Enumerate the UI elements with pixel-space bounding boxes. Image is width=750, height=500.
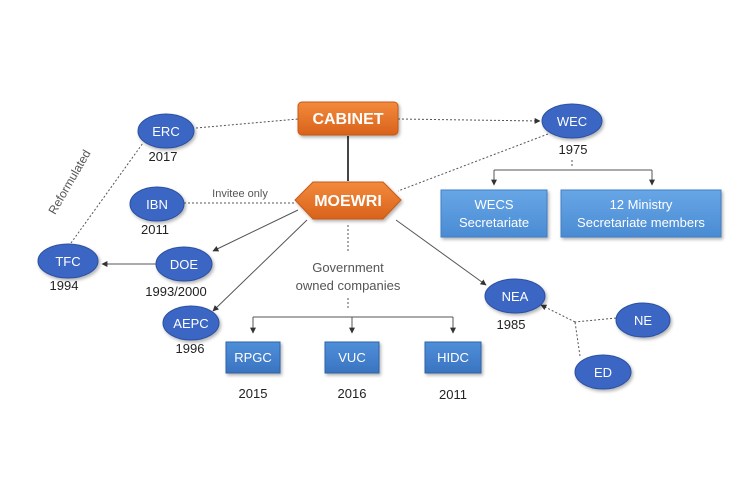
wecs-secretariate-node[interactable]: WECS Secretariate xyxy=(440,189,548,238)
ne-nea-link xyxy=(574,317,617,323)
wecs-label-line2: Secretariate xyxy=(459,215,529,230)
hidc-node[interactable]: HIDC xyxy=(424,341,482,374)
cabinet-wec-link xyxy=(397,117,541,124)
ibn-label: IBN xyxy=(146,197,168,212)
ministry-label-line2: Secretariate members xyxy=(577,215,705,230)
hidc-label: HIDC xyxy=(437,350,469,365)
vuc-label: VUC xyxy=(338,350,365,365)
cabinet-node[interactable]: CABINET xyxy=(297,101,399,136)
ed-nea-link xyxy=(574,321,581,357)
nea-node[interactable]: NEA xyxy=(484,278,546,314)
ne-node[interactable]: NE xyxy=(615,302,671,338)
connectors xyxy=(70,117,655,357)
tfc-label: TFC xyxy=(55,254,80,269)
doe-label: DOE xyxy=(170,257,199,272)
moewri-node[interactable]: MOEWRI xyxy=(294,181,402,220)
wec-moewri-link xyxy=(397,133,549,192)
cabinet-label: CABINET xyxy=(312,111,383,128)
ministry-label-line1: 12 Ministry xyxy=(610,197,673,212)
wec-label: WEC xyxy=(557,114,587,129)
gov-owned-label-line1: Government xyxy=(312,260,384,275)
hidc-year: 2011 xyxy=(439,387,467,402)
moewri-doe-link xyxy=(212,209,299,252)
invitee-only-label: Invitee only xyxy=(212,188,268,200)
moewri-aepc-link xyxy=(212,219,308,312)
erc-node[interactable]: ERC xyxy=(137,113,195,149)
rpgc-node[interactable]: RPGC xyxy=(225,341,281,374)
wec-node[interactable]: WEC xyxy=(541,103,603,139)
nea-label: NEA xyxy=(502,289,529,304)
doe-node[interactable]: DOE xyxy=(155,246,213,282)
ed-label: ED xyxy=(594,365,612,380)
vuc-node[interactable]: VUC xyxy=(324,341,380,374)
ne-label: NE xyxy=(634,313,652,328)
tfc-erc-link xyxy=(70,142,144,244)
tfc-node[interactable]: TFC xyxy=(37,243,99,279)
rpgc-label: RPGC xyxy=(234,350,272,365)
moewri-label: MOEWRI xyxy=(314,193,382,210)
tfc-year: 1994 xyxy=(50,278,79,293)
ibn-node[interactable]: IBN xyxy=(129,186,185,222)
ibn-year: 2011 xyxy=(141,222,169,237)
moewri-nea-link xyxy=(395,219,487,286)
ed-node[interactable]: ED xyxy=(574,354,632,390)
vuc-year: 2016 xyxy=(338,386,367,401)
wec-year: 1975 xyxy=(559,142,588,157)
gov-owned-label-line2: owned companies xyxy=(296,278,401,293)
aepc-label: AEPC xyxy=(173,316,208,331)
erc-cabinet-link xyxy=(195,118,299,129)
reformulated-label: Reformulated xyxy=(45,147,93,216)
doe-year: 1993/2000 xyxy=(145,284,206,299)
erc-year: 2017 xyxy=(149,149,178,164)
rpgc-year: 2015 xyxy=(239,386,268,401)
nea-year: 1985 xyxy=(497,317,526,332)
aepc-node[interactable]: AEPC xyxy=(162,305,220,341)
nea-join-link xyxy=(540,304,576,323)
erc-label: ERC xyxy=(152,124,179,139)
ministry-secretariate-node[interactable]: 12 Ministry Secretariate members xyxy=(560,189,722,238)
aepc-year: 1996 xyxy=(176,341,205,356)
wecs-label-line1: WECS xyxy=(475,197,514,212)
